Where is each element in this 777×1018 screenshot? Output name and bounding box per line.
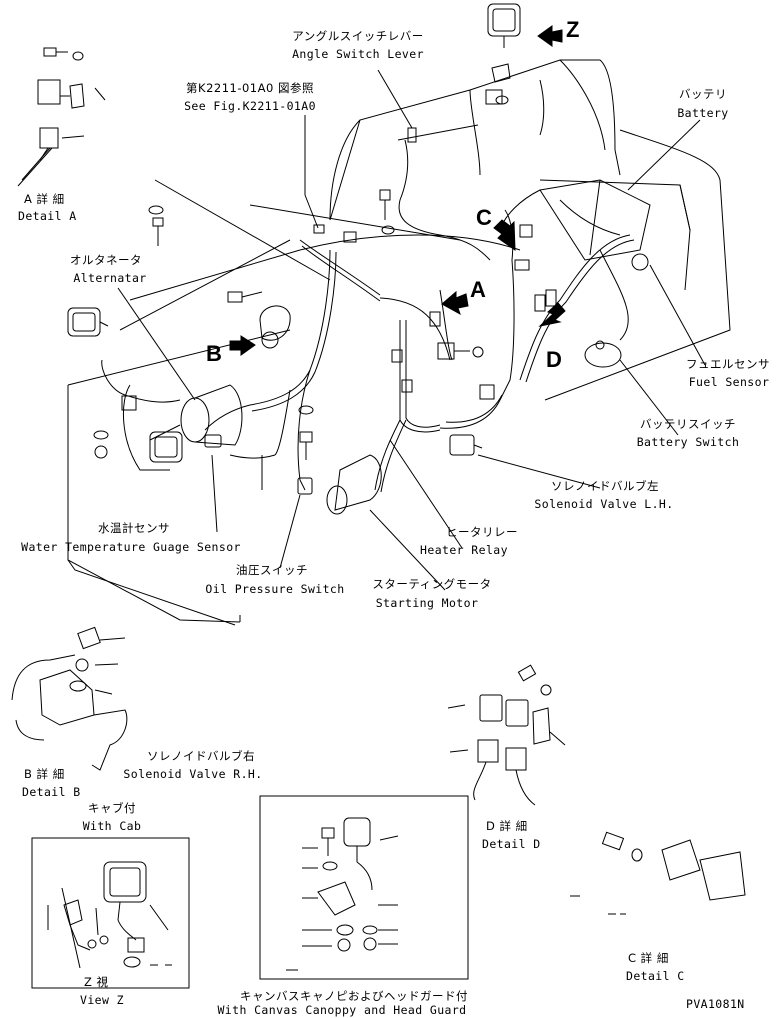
view-letter-z: Z [566,17,580,42]
detail-d-drawing [448,665,565,805]
heater-relay-jp: ヒータリレー [446,525,518,539]
fuel-sensor-en: Fuel Sensor [688,375,770,389]
heater-relay [327,455,381,514]
canopy-detail-frame [260,796,468,979]
view-letter-c: C [476,205,493,230]
battery-switch-jp: バッテリスイッチ [640,417,736,431]
battery-box [540,180,650,260]
drawing-code: PVA1081N [686,997,745,1011]
detail-c-jp: C 詳 細 [628,951,669,965]
starting-motor-en: Starting Motor [375,596,479,610]
wire-harness [102,80,634,492]
with-cab-en: With Cab [82,819,142,833]
view-z-drawing [48,862,172,968]
arrow-b-icon [230,336,255,355]
detail-b-drawing [12,627,127,770]
starting-motor-jp: スターティングモータ [372,577,492,591]
see-fig-en: See Fig.K2211-01A0 [184,99,316,113]
detail-b-en: Detail B [22,785,81,799]
with-canopy-en: With Canvas Canoppy and Head Guard [217,1003,467,1017]
angle-switch-lever-en: Angle Switch Lever [292,47,424,61]
connectors [314,128,556,399]
solenoid-valve-lh-jp: ソレノイドバルブ左 [551,479,659,493]
alternator-jp: オルタネータ [70,253,142,267]
alternator-en: Alternatar [73,271,147,285]
water-temp-sensor-en: Water Temperature Guage Sensor [21,540,241,554]
fasteners [94,190,483,460]
detail-a-drawing [18,48,105,186]
view-z-en: View Z [80,993,124,1007]
angle-switch-lever-jp: アングルスイッチレバー [292,29,424,43]
detail-d-en: Detail D [482,837,541,851]
solenoid-valve-rh-en: Solenoid Valve R.H. [123,767,263,781]
water-temp-sensor [205,435,221,447]
battery-switch [585,341,621,367]
oil-pressure-switch [298,478,312,494]
with-canopy-jp: キャンバスキャノピおよびヘッドガード付 [240,989,468,1003]
solenoid-valve-rh-jp: ソレノイドバルブ右 [147,749,255,763]
work-lamp-front [150,432,182,462]
battery-jp: バッテリ [679,87,727,101]
detail-b-jp: B 詳 細 [24,767,65,781]
work-lamp-top [486,4,520,104]
solenoid-valve-lh [450,435,482,455]
with-cab-jp: キャブ付 [88,801,136,815]
arrow-a-icon [442,292,468,314]
arrow-z-icon [538,26,562,46]
view-arrows [230,26,565,355]
battery-switch-en: Battery Switch [636,435,740,449]
water-temp-sensor-jp: 水温計センサ [98,521,170,535]
oil-pressure-switch-en: Oil Pressure Switch [205,582,345,596]
view-letter-d: D [546,347,563,372]
solenoid-valve-lh-en: Solenoid Valve L.H. [534,497,674,511]
arrow-d-icon [540,303,565,326]
detail-c-drawing [570,832,745,914]
view-z-jp: Z 視 [84,975,109,989]
work-lamp-left [68,308,108,336]
oil-pressure-switch-jp: 油圧スイッチ [236,563,308,577]
cab-detail-frame [32,838,189,988]
view-letter-b: B [206,341,223,366]
alternator [260,306,290,348]
machine-body-outline [68,60,730,625]
arrow-c-icon [494,220,515,250]
detail-c-en: Detail C [626,969,685,983]
fuel-sensor-jp: フュエルセンサ [686,357,770,371]
see-fig-jp: 第K2211-01A0 図参照 [186,81,314,95]
starting-motor [150,385,242,445]
detail-d-jp: D 詳 細 [486,819,528,833]
heater-relay-en: Heater Relay [420,543,508,557]
leader-lines [68,70,705,590]
canopy-detail-drawing [286,818,398,970]
view-letter-a: A [470,277,487,302]
detail-a-en: Detail A [18,209,77,223]
battery-en: Battery [677,106,729,120]
detail-a-jp: A 詳 細 [24,192,65,206]
fuel-sensor [632,254,648,270]
